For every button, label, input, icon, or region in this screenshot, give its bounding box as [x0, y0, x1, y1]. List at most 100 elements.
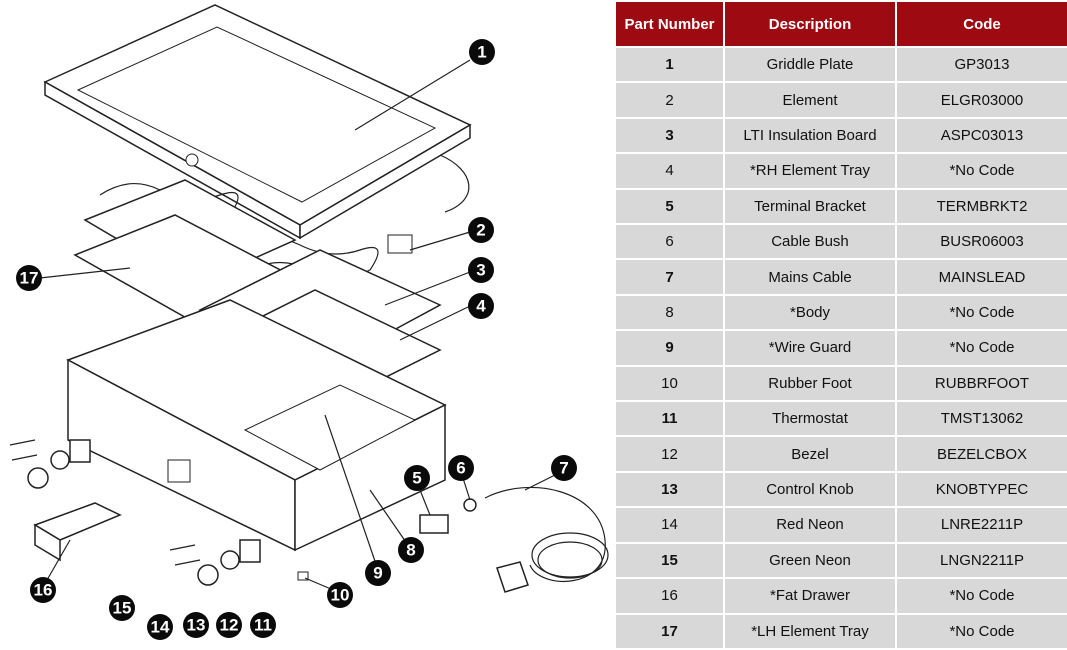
callout-3: 3	[468, 257, 494, 283]
part-number: 14	[616, 508, 723, 542]
part-code: RUBBRFOOT	[897, 366, 1067, 401]
part-number: 11	[616, 402, 723, 436]
part-code: TERMBRKT2	[897, 189, 1067, 224]
part-number: 16	[616, 579, 723, 613]
part-code: ELGR03000	[897, 83, 1067, 117]
svg-text:4: 4	[476, 297, 486, 316]
svg-text:16: 16	[34, 581, 53, 600]
part-number: 5	[616, 189, 723, 224]
part-number: 13	[616, 472, 723, 507]
callout-10: 10	[327, 582, 353, 608]
part-number: 7	[616, 260, 723, 294]
part-description: *Wire Guard	[725, 331, 895, 365]
part-code: GP3013	[897, 48, 1067, 82]
callout-2: 2	[468, 217, 494, 243]
part-code: LNRE2211P	[897, 508, 1067, 542]
table-row: 9*Wire Guard*No Code	[616, 331, 1067, 365]
part-description: Terminal Bracket	[725, 189, 895, 224]
svg-text:6: 6	[456, 459, 465, 478]
part-description: Thermostat	[725, 402, 895, 436]
part-description: Griddle Plate	[725, 48, 895, 82]
part-description: *Body	[725, 295, 895, 330]
part-number: 12	[616, 437, 723, 471]
part-number: 6	[616, 225, 723, 259]
header-code: Code	[897, 2, 1067, 46]
part-code: MAINSLEAD	[897, 260, 1067, 294]
part-number: 1	[616, 48, 723, 82]
callout-15: 15	[109, 595, 135, 621]
part-description: Green Neon	[725, 543, 895, 578]
callout-13: 13	[183, 612, 209, 638]
part-code: BEZELCBOX	[897, 437, 1067, 471]
callout-6: 6	[448, 455, 474, 481]
part-description: Cable Bush	[725, 225, 895, 259]
part-description: Rubber Foot	[725, 366, 895, 401]
part-number: 8	[616, 295, 723, 330]
callout-8: 8	[398, 537, 424, 563]
part-description: *RH Element Tray	[725, 154, 895, 188]
part-code: ASPC03013	[897, 118, 1067, 153]
callout-7: 7	[551, 455, 577, 481]
svg-text:5: 5	[412, 469, 421, 488]
part-description: Mains Cable	[725, 260, 895, 294]
callouts: 1 2 3 4 5 6 7 8 9 10 11 12 13 14 15 16 1…	[16, 39, 577, 640]
header-part-number: Part Number	[616, 2, 723, 46]
svg-text:3: 3	[476, 261, 485, 280]
callout-11: 11	[250, 612, 276, 638]
part-description: Red Neon	[725, 508, 895, 542]
table-row: 4*RH Element Tray*No Code	[616, 154, 1067, 188]
part-number: 3	[616, 118, 723, 153]
svg-text:7: 7	[559, 459, 568, 478]
callout-14: 14	[147, 614, 173, 640]
callout-5: 5	[404, 465, 430, 491]
callout-17: 17	[16, 265, 42, 291]
svg-text:13: 13	[187, 616, 206, 635]
svg-text:10: 10	[331, 586, 350, 605]
table-row: 8*Body*No Code	[616, 295, 1067, 330]
part-description: LTI Insulation Board	[725, 118, 895, 153]
exploded-parts-diagram: 1 2 3 4 5 6 7 8 9 10 11 12 13 14 15 16 1…	[9, 4, 609, 640]
svg-text:1: 1	[477, 43, 486, 62]
svg-text:8: 8	[406, 541, 415, 560]
small-parts-drawing	[9, 439, 477, 586]
part-description: *LH Element Tray	[725, 614, 895, 648]
part-number: 15	[616, 543, 723, 578]
part-number: 9	[616, 331, 723, 365]
callout-1: 1	[469, 39, 495, 65]
part-code: BUSR06003	[897, 225, 1067, 259]
part-code: *No Code	[897, 154, 1067, 188]
callout-12: 12	[216, 612, 242, 638]
svg-text:15: 15	[113, 599, 132, 618]
griddle-plate-drawing	[43, 4, 472, 240]
part-number: 4	[616, 154, 723, 188]
svg-text:11: 11	[254, 616, 272, 635]
callout-9: 9	[365, 560, 391, 586]
table-row: 17*LH Element Tray*No Code	[616, 614, 1067, 648]
part-number: 2	[616, 83, 723, 117]
svg-text:9: 9	[373, 564, 382, 583]
part-code: LNGN2211P	[897, 543, 1067, 578]
part-code: TMST13062	[897, 402, 1067, 436]
header-description: Description	[725, 2, 895, 46]
part-description: Bezel	[725, 437, 895, 471]
svg-text:14: 14	[151, 618, 170, 637]
part-code: *No Code	[897, 295, 1067, 330]
callout-4: 4	[468, 293, 494, 319]
part-description: Control Knob	[725, 472, 895, 507]
part-code: *No Code	[897, 579, 1067, 613]
table-row: 16*Fat Drawer*No Code	[616, 579, 1067, 613]
svg-text:17: 17	[20, 269, 39, 288]
body-drawing	[66, 299, 447, 552]
part-code: *No Code	[897, 331, 1067, 365]
